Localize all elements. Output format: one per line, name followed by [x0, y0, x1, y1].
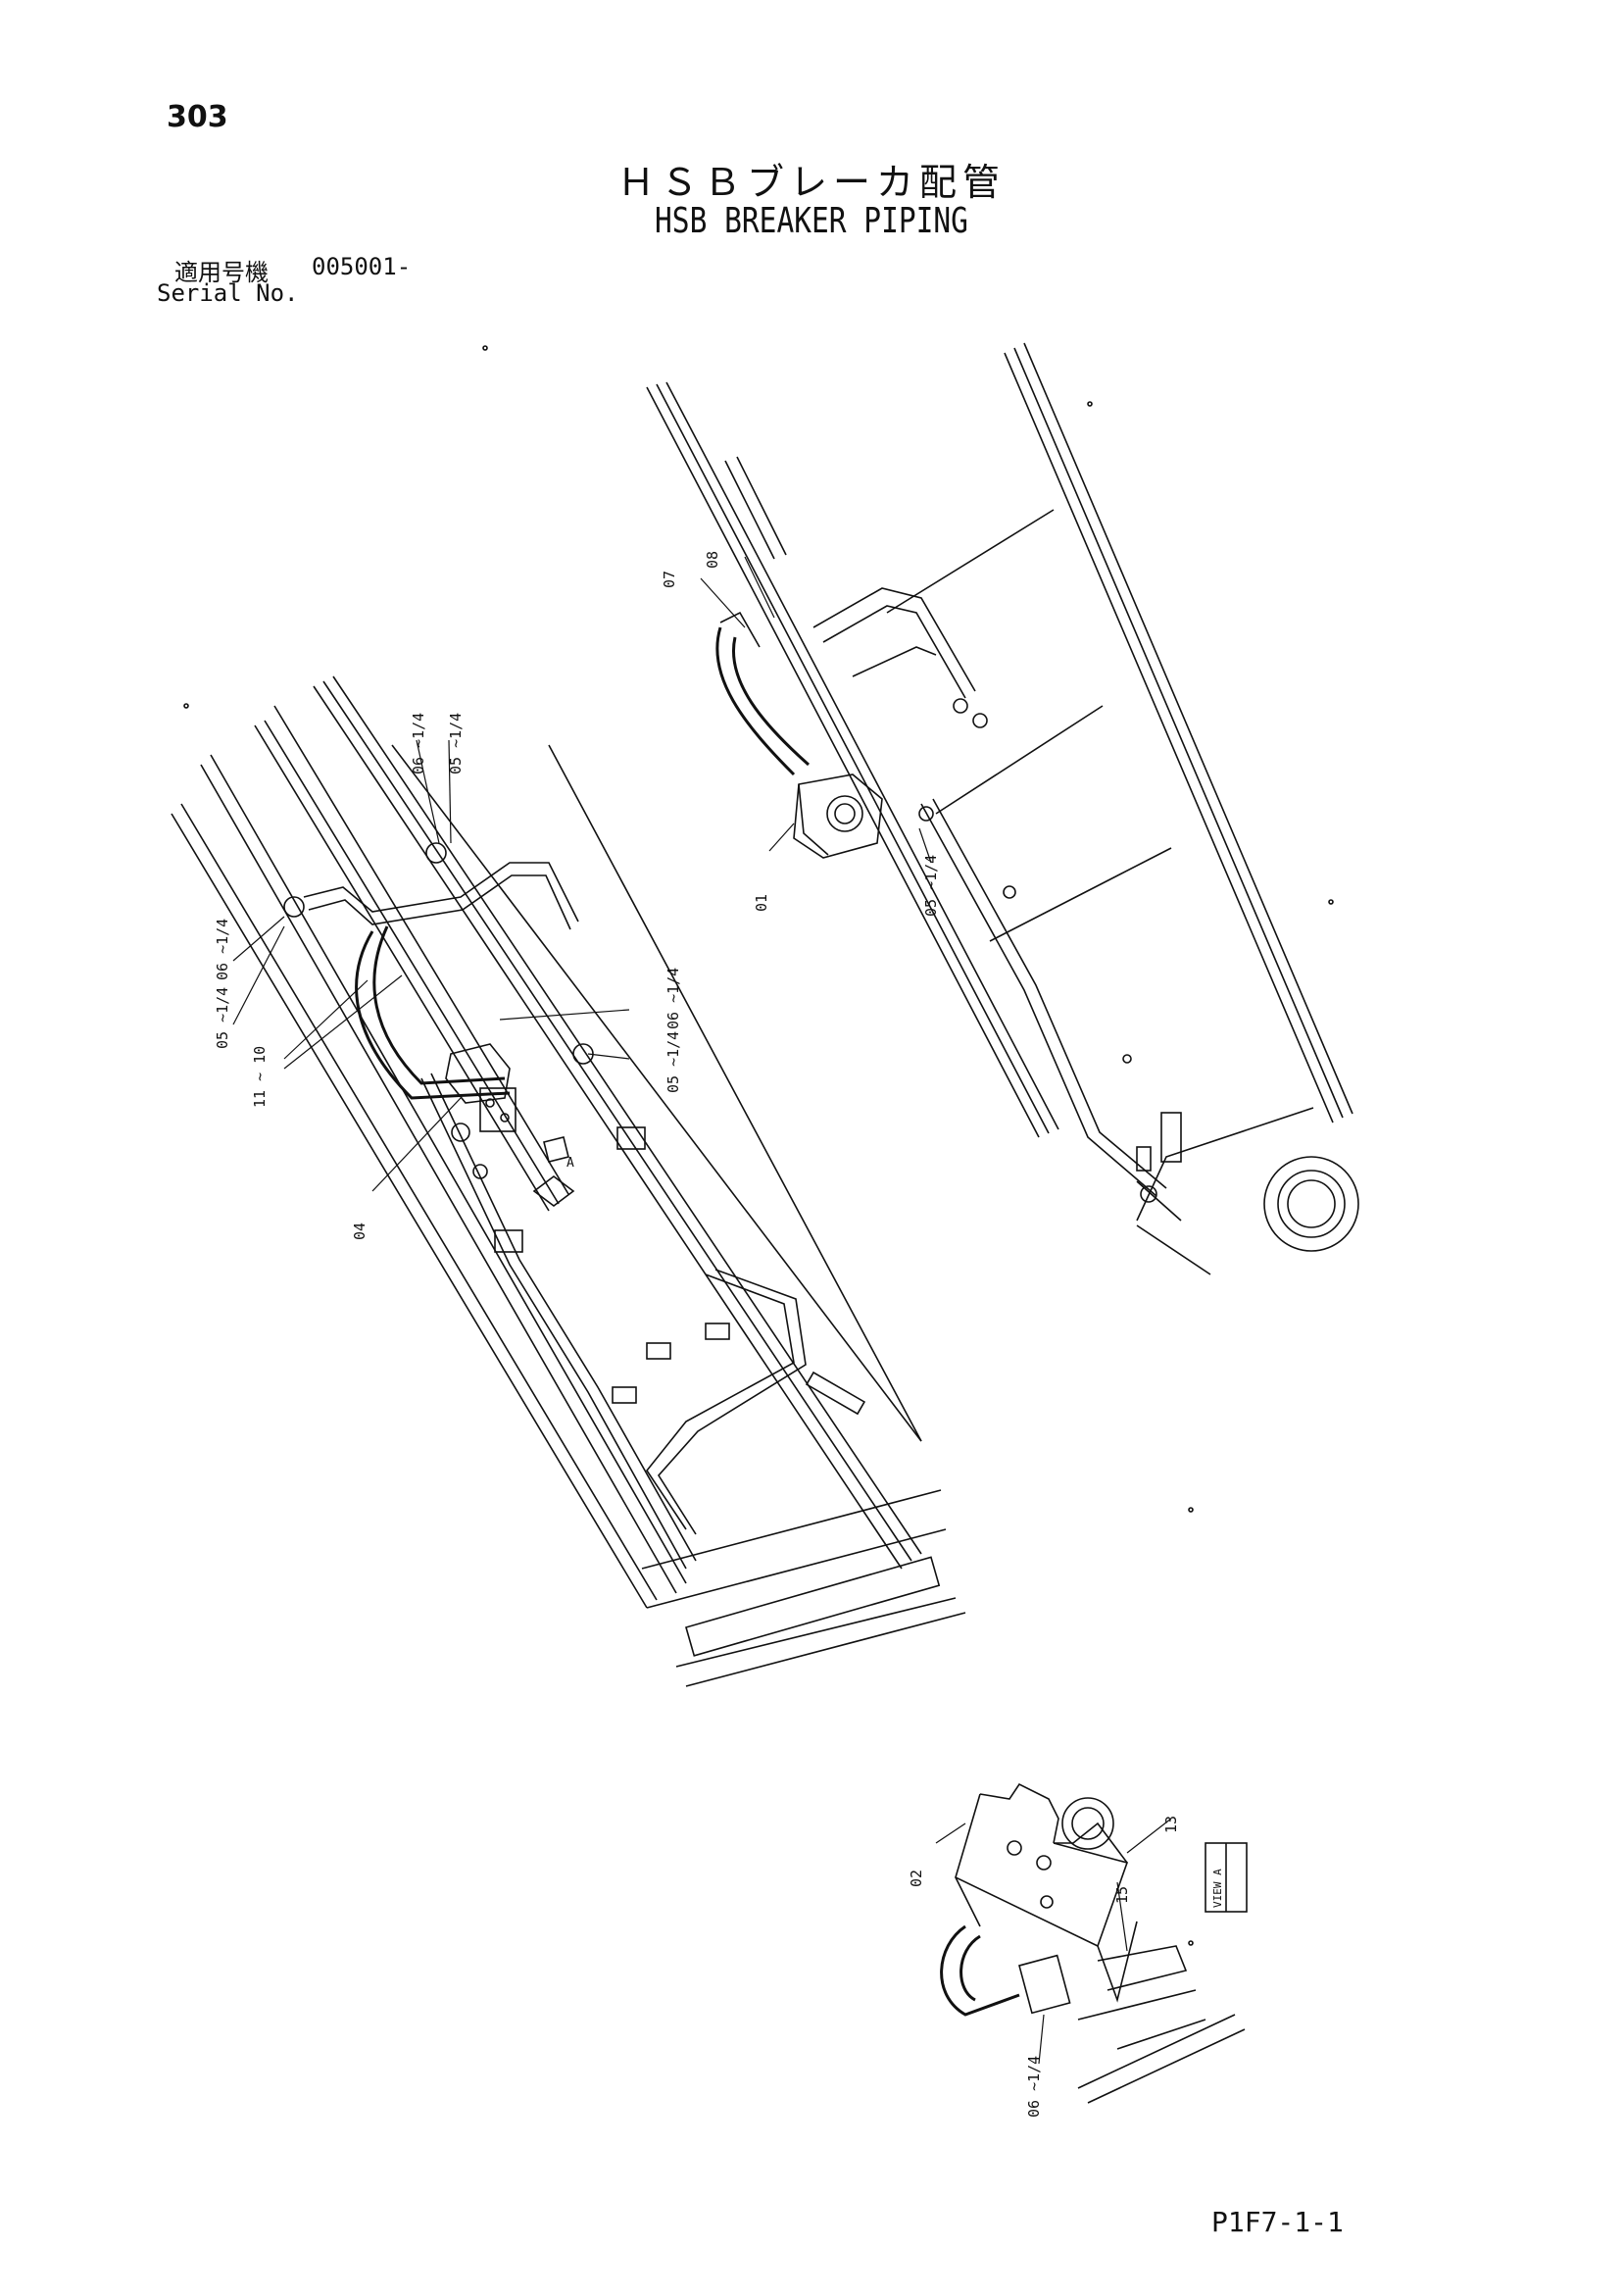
callout-01: 01 — [753, 894, 770, 912]
callout-05-b: 05 ~1/4 — [447, 713, 465, 774]
callout-05-c: 05 ~1/4 — [214, 987, 231, 1049]
callout-10: 11 ~ 10 — [251, 1046, 269, 1108]
serial-value: 005001- — [312, 253, 412, 280]
callout-04: 04 — [351, 1223, 369, 1240]
view-a-detail — [940, 1782, 1248, 2104]
boom-lower-left — [171, 345, 1194, 1687]
view-a-arrow-label: A — [566, 1156, 574, 1171]
page-code: P1F7-1-1 — [1211, 2206, 1344, 2238]
serial-label-japanese: 適用号機 — [174, 259, 269, 286]
callout-15: 15 — [1113, 1886, 1131, 1904]
title-japanese: ＨＳＢブレーカ配管 — [616, 161, 1006, 204]
callout-13: 13 — [1162, 1816, 1180, 1833]
page-number: 303 — [167, 100, 228, 134]
boom-upper-right — [646, 342, 1359, 1275]
callout-02: 02 — [908, 1870, 925, 1887]
serial-label-english: Serial No. — [157, 279, 299, 307]
leader-lines — [232, 556, 1172, 2065]
callout-05-d: 05 ~1/4 — [664, 1031, 682, 1093]
callout-08: 08 — [704, 551, 721, 569]
view-a-label: VIEW A — [1211, 1869, 1224, 1908]
callout-05-a: 05 ~1/4 — [922, 855, 940, 917]
callout-06-b: 06 ~1/4 — [214, 919, 231, 980]
callout-06-a: 06 ~1/4 — [410, 713, 427, 774]
callout-labels: 07 08 01 05 ~1/4 06 ~1/4 05 ~1/4 06 ~1/4… — [214, 551, 1224, 2118]
callout-07: 07 — [661, 571, 678, 588]
title-english: HSB BREAKER PIPING — [655, 201, 968, 241]
callout-06-c: 06 ~1/4 — [664, 968, 682, 1029]
callout-06-d: 06 ~1/4 — [1025, 2056, 1043, 2118]
